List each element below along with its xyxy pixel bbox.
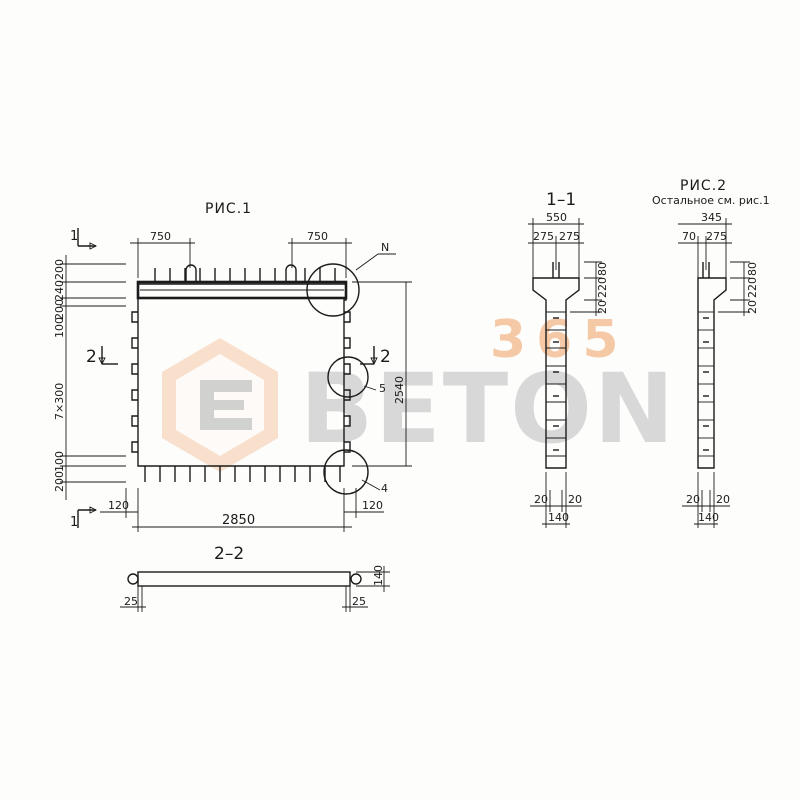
fig2-dim-right: 275 [706, 230, 727, 243]
section11-bottom-right: 20 [568, 493, 582, 506]
section11-profile [532, 277, 580, 469]
section22-end-left [127, 573, 139, 585]
fig2-bottom-left: 20 [686, 493, 700, 506]
section11-ribs [546, 311, 566, 457]
fig1-section-marks: 1 1 2 2 [70, 228, 391, 530]
fig1-lifting-loop-left [185, 264, 197, 282]
section11-bottom-left: 20 [534, 493, 548, 506]
fig1-dim-top-right: 750 [307, 230, 328, 243]
watermark: 365 BETON [162, 310, 676, 472]
fig1-right-dim: 2540 [352, 281, 412, 467]
fig1-callout-4: 4 [381, 482, 388, 495]
fig1-top-beam [136, 280, 348, 300]
fig1-left-dim-1: 200 [53, 259, 66, 280]
section11-dim-half-left: 275 [533, 230, 554, 243]
section11-dim-half-right: 275 [559, 230, 580, 243]
fig1-leader-4 [361, 479, 381, 491]
fig1-dim-height: 2540 [393, 376, 406, 404]
fig1-detail-circle-n [306, 263, 360, 317]
fig1-detail-circle-5 [327, 356, 369, 398]
fig1-top-dims: 750 750 [130, 230, 352, 278]
fig2-ribs [698, 311, 714, 457]
fig1-left-dim-7: 200 [53, 471, 66, 492]
section11-right-dim-2: 220 [596, 277, 609, 298]
fig1-leader-5 [363, 385, 377, 391]
fig1-dim-bottom-right: 120 [362, 499, 383, 512]
fig1-left-dim-5: 7×300 [53, 383, 66, 420]
fig2-profile [697, 277, 727, 469]
fig1-left-dims: 200 240 200 100 7×300 100 200 [53, 255, 126, 500]
fig1-leader-n [355, 253, 379, 271]
fig1-lifting-loop-right [285, 264, 297, 282]
fig2-subtitle: Остальное см. рис.1 [652, 194, 770, 207]
fig1-section-1-top: 1 [70, 229, 78, 244]
fig1-dim-top-left: 750 [150, 230, 171, 243]
fig1-left-dim-2: 240 [53, 280, 66, 301]
section22-end-right [350, 573, 362, 585]
section11-bottom-width: 140 [548, 511, 569, 524]
fig2-dim-left: 70 [682, 230, 696, 243]
fig1-section-2-right: 2 [380, 347, 391, 367]
fig2-right-dim-2: 220 [746, 277, 759, 298]
fig1-section-1-bottom: 1 [70, 515, 78, 530]
section22-dim-right: 25 [352, 595, 366, 608]
watermark-number: 365 [490, 310, 629, 370]
fig2-bottom-right: 20 [716, 493, 730, 506]
section22: 2–2 25 25 140 [120, 544, 390, 612]
fig1-detail-circle-4 [323, 449, 369, 495]
fig1-side-keys [131, 311, 351, 453]
fig2-right-dim-3: 20 [746, 300, 759, 314]
fig1-callout-5: 5 [379, 382, 386, 395]
fig1-elevation: РИС.1 [53, 201, 412, 532]
watermark-brand: BETON [300, 353, 676, 465]
fig1-left-dim-3: 200 [53, 299, 66, 320]
fig1-section-2-left: 2 [86, 347, 97, 367]
fig1-title: РИС.1 [205, 201, 252, 217]
section22-dim-left: 25 [124, 595, 138, 608]
fig2-bottom-width: 140 [698, 511, 719, 524]
section22-slab [137, 571, 351, 587]
fig1-dim-width: 2850 [222, 513, 255, 528]
watermark-logo-icon [162, 338, 278, 472]
fig2-right-dim-1: 80 [746, 262, 759, 276]
fig1-bottom-rebars [144, 466, 341, 482]
section11-dim-total: 550 [546, 211, 567, 224]
fig1-left-dim-6: 100 [53, 451, 66, 472]
section11-right-dim-1: 80 [596, 262, 609, 276]
section11-title: 1–1 [546, 190, 576, 210]
section11-right-dim-3: 20 [596, 300, 609, 314]
fig2-dim-total: 345 [701, 211, 722, 224]
fig1-label-n: N [381, 241, 389, 254]
fig1-dim-bottom-left: 120 [108, 499, 129, 512]
fig2-title: РИС.2 [680, 178, 727, 194]
section22-title: 2–2 [214, 544, 244, 564]
fig1-bottom-dims: 120 120 2850 [100, 488, 384, 532]
section22-dim-height: 140 [372, 565, 385, 586]
fig2: РИС.2 Остальное см. рис.1 345 70 275 [652, 178, 770, 528]
fig1-top-rebars [154, 268, 336, 282]
section11: 1–1 550 275 275 80 220 [528, 190, 609, 528]
fig1-left-dim-4: 100 [53, 317, 66, 338]
